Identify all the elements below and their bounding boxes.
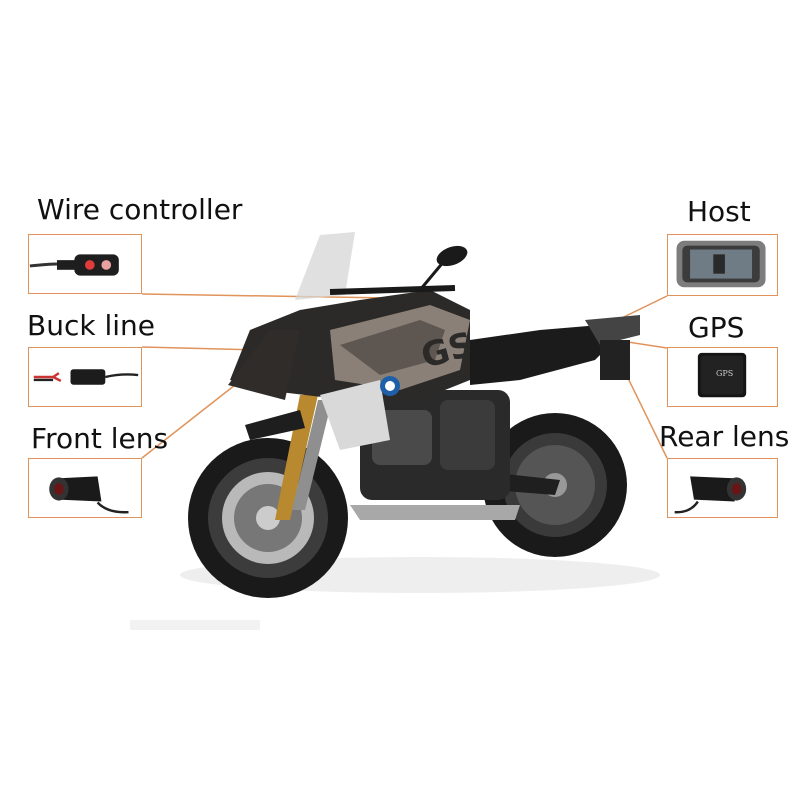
- gps-module-text: GPS: [716, 369, 734, 378]
- gps-box: GPS: [667, 347, 778, 407]
- rear-lens-connector: [624, 371, 668, 459]
- camera-button-icon: [101, 260, 112, 270]
- buck-line-image: [33, 369, 139, 385]
- wire-controller-image: [29, 254, 119, 276]
- wire-controller-box: [28, 234, 142, 294]
- tail: [585, 315, 640, 345]
- buck-line-box: [28, 347, 142, 407]
- engine: [350, 390, 520, 520]
- windscreen: [295, 232, 355, 300]
- label-gps: GPS: [688, 311, 745, 344]
- rear-lens-box: [667, 458, 778, 518]
- label-host: Host: [687, 195, 751, 228]
- label-wire-controller: Wire controller: [37, 193, 243, 226]
- label-buck-line: Buck line: [27, 309, 155, 342]
- gps-module-image: [697, 352, 747, 398]
- front-lens-connector: [141, 384, 236, 459]
- front-lens-image: [49, 476, 129, 514]
- label-rear-lens: Rear lens: [659, 420, 790, 453]
- wire-controller-connector: [141, 293, 391, 299]
- label-front-lens: Front lens: [31, 422, 169, 455]
- seat: [470, 325, 620, 385]
- host-box: [667, 234, 778, 296]
- motorcycle-body: GS: [230, 290, 478, 450]
- front-wheel: [188, 438, 348, 598]
- front-lens-box: [28, 458, 142, 518]
- record-button-icon: [85, 260, 95, 270]
- rear-lens-image: [674, 476, 747, 514]
- host-device-image: [676, 240, 766, 288]
